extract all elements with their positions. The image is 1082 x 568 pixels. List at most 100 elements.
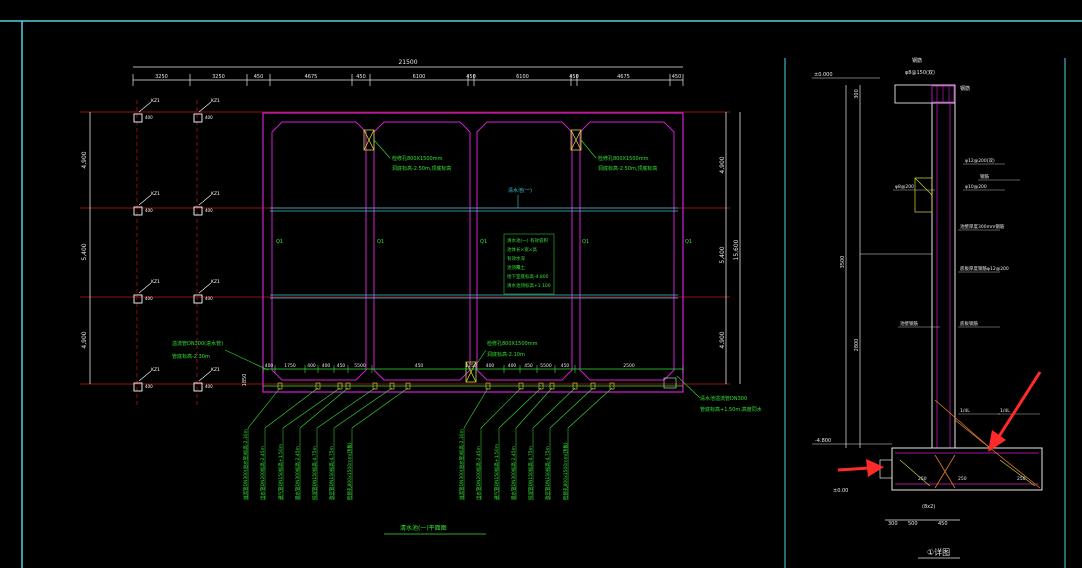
section-dim-3: 2800 xyxy=(854,339,860,352)
column-leader xyxy=(138,194,152,206)
pipe-label-right: 放空管DN150标高-4.75m xyxy=(544,446,551,500)
section-detail: 钢筋 φ8@150(双) ±0.000 钢筋 300 3500 2800 φ12… xyxy=(812,57,1043,559)
right-pipe-note-2: 管底标高+1.50m,高度同水 xyxy=(700,406,762,413)
pipe-leader xyxy=(299,387,349,429)
center-note: 地下室底标高-4.800 xyxy=(507,273,549,280)
pipe-marker xyxy=(609,382,615,390)
right-total: 15,600 xyxy=(733,239,740,260)
top-slab xyxy=(894,84,956,104)
right-dim-1: 4,900 xyxy=(719,156,726,173)
pipe-leader xyxy=(532,387,576,429)
section-bottom-mark: (8x2) xyxy=(922,504,935,510)
pipe-label-left: 放空管DN150标高-4.75m xyxy=(328,446,335,500)
pipe-leader xyxy=(247,387,281,429)
section-small-2: 250 xyxy=(958,476,967,482)
column-size: 400 xyxy=(205,115,213,120)
opening-right-line2: 洞底标高-2.50m,顶底标高 xyxy=(598,165,657,172)
top-dim-text: 450 xyxy=(672,74,682,80)
section-top-label-2: φ8@150(双) xyxy=(905,70,935,76)
bottom-opening-leader xyxy=(475,349,487,366)
column-size: 400 xyxy=(205,208,213,213)
wall-label-4: Q1 xyxy=(582,239,589,245)
wall-anchor-detail xyxy=(914,177,933,213)
column-kz xyxy=(133,382,143,392)
overall-dimension: 21500 xyxy=(398,59,417,66)
pipe-label-left: 吸水管DN300标高-2.45m xyxy=(294,446,301,500)
pipe-leader xyxy=(316,387,376,429)
center-notes-box xyxy=(503,233,555,295)
section-side-label: 钢筋 xyxy=(960,85,970,92)
section-top-label-1: 钢筋 xyxy=(912,57,922,64)
column-size: 400 xyxy=(145,115,153,120)
column-tag: KZ1 xyxy=(211,191,220,197)
top-dim-text: 4675 xyxy=(305,74,318,80)
pipe-leader xyxy=(498,387,542,429)
pool-label: 清水池(一) xyxy=(508,187,532,194)
pipe-marker xyxy=(372,382,378,390)
pipe-marker xyxy=(572,382,578,390)
bottom-dim-text: 1750 xyxy=(284,363,296,369)
side-dim-left: 1850 xyxy=(242,374,248,387)
column-size: 400 xyxy=(145,208,153,213)
left-dim-3: 4,900 xyxy=(81,331,88,348)
pipe-label-right: 出水管DN200标高-2.45m xyxy=(475,446,482,500)
red-arrow-right xyxy=(988,371,1042,452)
top-dim-text: 450 xyxy=(254,74,264,80)
column-kz xyxy=(193,294,203,304)
top-dim-text: 450 xyxy=(569,74,579,80)
bottom-dim-text: 1750 xyxy=(465,363,477,369)
section-notes: φ12@200(双)φ10@200φ8@200钢筋池壁厚度300mm钢筋底板厚度… xyxy=(893,158,1040,415)
column-tag: KZ1 xyxy=(151,279,160,285)
section-note: φ8@200 xyxy=(895,184,914,190)
section-note: φ12@200(双) xyxy=(965,158,995,164)
top-dim-text: 6100 xyxy=(516,74,529,80)
bottom-dim-text: 2500 xyxy=(623,363,635,369)
red-arrow-left xyxy=(837,459,884,477)
pipe-leader xyxy=(463,387,489,429)
left-pipe-note-1: 溢流管DN300(进水管) xyxy=(172,340,223,347)
pipe-leader xyxy=(480,387,522,429)
section-elev-bottom: -4.800 xyxy=(815,438,831,444)
pipe-marker xyxy=(315,382,321,390)
base-left-key xyxy=(879,459,893,479)
bottom-dim-text: 450 xyxy=(561,363,570,369)
pipe-label-left: 溢流管DN300(进水管)标高-2.30m xyxy=(242,429,249,500)
column-size: 400 xyxy=(205,296,213,301)
column-kz xyxy=(193,206,203,216)
left-dim-1: 4,900 xyxy=(81,151,88,168)
section-small-1: 250 xyxy=(918,476,927,482)
center-note: 池体长×宽×高 xyxy=(507,246,538,253)
base-yellow-1 xyxy=(899,459,931,487)
column-leader xyxy=(198,101,212,113)
pipe-label-right: 检修孔800x1500mm(顶板) xyxy=(562,442,569,500)
center-notes: 清水池(一) 有效容积池体长×宽×高有效水深池顶覆土地下室底标高-4.800清水… xyxy=(507,237,551,289)
opening-left-line2: 洞底标高-2.50m,顶底标高 xyxy=(392,165,451,172)
left-dim-2: 5,400 xyxy=(81,243,88,260)
pipe-label-left: 出水管DN200标高-2.45m xyxy=(259,446,266,500)
column-tag: KZ1 xyxy=(151,191,160,197)
section-bottom-dim-1: 300 xyxy=(888,521,898,527)
base-yellow-2 xyxy=(999,459,1036,487)
pipe-marker xyxy=(518,382,524,390)
pipe-leader xyxy=(351,387,409,429)
left-pipe-note-2: 管底标高-2.30m xyxy=(172,353,210,360)
bottom-dim-text: 450 xyxy=(524,363,533,369)
right-pipe-note-1: 清水池溢流管DN300 xyxy=(700,395,747,402)
opening-leader-left xyxy=(373,139,391,159)
column-kz xyxy=(133,206,143,216)
left-pipe-leader xyxy=(224,349,269,371)
section-elev-foot: ±0.00 xyxy=(833,488,848,494)
wall-label-5: Q1 xyxy=(685,239,692,245)
anchor-diag xyxy=(914,177,933,196)
column-kz xyxy=(193,382,203,392)
opening-left-line1: 检修孔800X1500mm xyxy=(392,155,443,162)
bottom-dim-text: 400 xyxy=(322,363,331,369)
base-hatch-1 xyxy=(934,399,991,449)
pipe-leader xyxy=(567,387,613,429)
section-bottom-dim-2: 500 xyxy=(908,521,918,527)
column-leader xyxy=(138,101,152,113)
